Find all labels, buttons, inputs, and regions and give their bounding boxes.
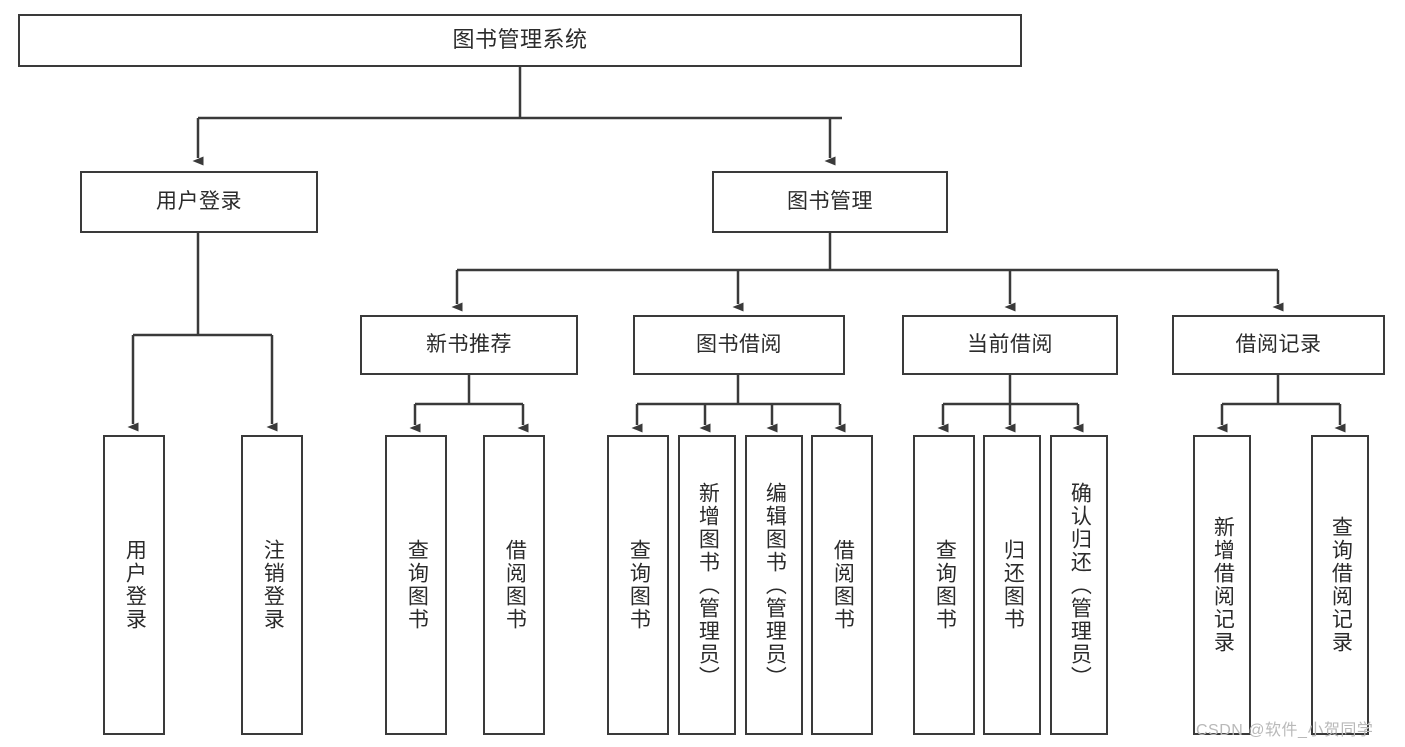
- leaf-return-book-label: 归还图书: [1001, 539, 1025, 631]
- node-book-manage-label: 图书管理: [787, 190, 873, 214]
- leaf-borrow-book-2-label: 借阅图书: [831, 539, 855, 631]
- leaf-add-record[interactable]: 新增借阅记录: [1193, 435, 1251, 735]
- leaf-logout-login[interactable]: 注销登录: [241, 435, 303, 735]
- leaf-edit-book-label: 编辑图书（管理员）: [763, 481, 787, 689]
- leaf-edit-book[interactable]: 编辑图书（管理员）: [745, 435, 803, 735]
- leaf-borrow-book-2[interactable]: 借阅图书: [811, 435, 873, 735]
- node-user-login[interactable]: 用户登录: [80, 171, 318, 233]
- leaf-return-book[interactable]: 归还图书: [983, 435, 1041, 735]
- leaf-query-book-1-label: 查询图书: [405, 539, 429, 631]
- node-new-book-recommend[interactable]: 新书推荐: [360, 315, 578, 375]
- leaf-query-book-2-label: 查询图书: [627, 539, 651, 631]
- node-book-borrow-label: 图书借阅: [696, 333, 782, 357]
- node-borrow-record-label: 借阅记录: [1235, 333, 1322, 357]
- leaf-logout-login-label: 注销登录: [261, 539, 285, 631]
- leaf-confirm-return-label: 确认归还（管理员）: [1068, 481, 1092, 689]
- node-new-book-recommend-label: 新书推荐: [426, 333, 512, 357]
- leaf-borrow-book-1[interactable]: 借阅图书: [483, 435, 545, 735]
- node-user-login-label: 用户登录: [156, 190, 242, 214]
- leaf-query-record-label: 查询借阅记录: [1329, 516, 1353, 654]
- node-root-label: 图书管理系统: [452, 27, 588, 53]
- leaf-confirm-return[interactable]: 确认归还（管理员）: [1050, 435, 1108, 735]
- node-book-borrow[interactable]: 图书借阅: [633, 315, 845, 375]
- leaf-query-record[interactable]: 查询借阅记录: [1311, 435, 1369, 735]
- node-root[interactable]: 图书管理系统: [18, 14, 1022, 67]
- leaf-borrow-book-1-label: 借阅图书: [503, 539, 527, 631]
- node-current-borrow-label: 当前借阅: [967, 333, 1053, 357]
- leaf-user-login[interactable]: 用户登录: [103, 435, 165, 735]
- leaf-add-book-label: 新增图书（管理员）: [696, 481, 720, 689]
- leaf-user-login-label: 用户登录: [123, 539, 147, 631]
- leaf-add-book[interactable]: 新增图书（管理员）: [678, 435, 736, 735]
- leaf-query-book-3[interactable]: 查询图书: [913, 435, 975, 735]
- node-book-manage[interactable]: 图书管理: [712, 171, 948, 233]
- leaf-query-book-2[interactable]: 查询图书: [607, 435, 669, 735]
- csdn-watermark: CSDN @软件_小贺同学: [1196, 722, 1374, 739]
- leaf-add-record-label: 新增借阅记录: [1211, 516, 1235, 654]
- leaf-query-book-3-label: 查询图书: [933, 539, 957, 631]
- leaf-query-book-1[interactable]: 查询图书: [385, 435, 447, 735]
- node-current-borrow[interactable]: 当前借阅: [902, 315, 1118, 375]
- node-borrow-record[interactable]: 借阅记录: [1172, 315, 1385, 375]
